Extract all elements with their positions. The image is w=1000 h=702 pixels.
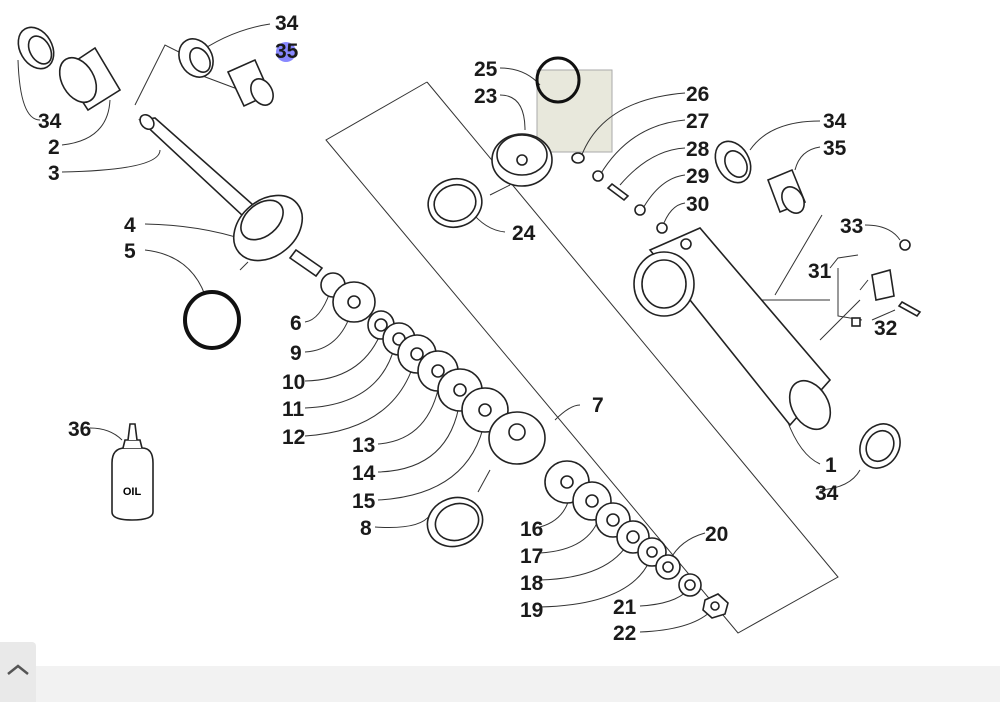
callout-28[interactable]: 28: [686, 138, 710, 161]
callout-29[interactable]: 29: [686, 165, 709, 188]
callout-16[interactable]: 16: [520, 518, 543, 541]
callout-labels: 34 35 34 2 3 4 5 6 9 10 11 12 13 14 15 8…: [38, 12, 897, 645]
callout-3[interactable]: 3: [48, 162, 60, 185]
selection-highlight: [536, 69, 613, 153]
callout-22[interactable]: 22: [613, 622, 636, 645]
callout-25[interactable]: 25: [474, 58, 498, 81]
shock-body: [427, 56, 922, 469]
callout-23[interactable]: 23: [474, 85, 497, 108]
callout-20[interactable]: 20: [705, 523, 728, 546]
callout-27[interactable]: 27: [686, 110, 709, 133]
callout-35[interactable]: 35: [823, 137, 847, 160]
leader-lines: [17, 23, 901, 633]
oil-label: OIL: [123, 486, 142, 498]
oil-bottle: OIL: [111, 423, 154, 521]
chevron-up-icon: [7, 664, 29, 675]
callout-21[interactable]: 21: [613, 596, 637, 619]
bottom-bar: [0, 666, 1000, 702]
callout-31[interactable]: 31: [808, 260, 832, 283]
callout-10[interactable]: 10: [282, 371, 305, 394]
callout-32[interactable]: 32: [874, 317, 897, 340]
callout-7[interactable]: 7: [592, 394, 604, 417]
callout-34[interactable]: 34: [823, 110, 847, 133]
callout-13[interactable]: 13: [352, 434, 375, 457]
callout-6[interactable]: 6: [290, 312, 302, 335]
callout-8[interactable]: 8: [360, 517, 372, 540]
callout-2[interactable]: 2: [48, 136, 60, 159]
callout-35[interactable]: 35: [275, 40, 299, 63]
callout-19[interactable]: 19: [520, 599, 543, 622]
callout-4[interactable]: 4: [124, 214, 136, 237]
callout-34[interactable]: 34: [38, 110, 62, 133]
callout-34[interactable]: 34: [275, 12, 299, 35]
callout-14[interactable]: 14: [352, 462, 376, 485]
callout-highlight: [276, 42, 296, 62]
callout-36[interactable]: 36: [68, 418, 91, 441]
callout-26[interactable]: 26: [686, 83, 709, 106]
callout-34[interactable]: 34: [815, 482, 839, 505]
callout-33[interactable]: 33: [840, 215, 863, 238]
callout-17[interactable]: 17: [520, 545, 543, 568]
callout-24[interactable]: 24: [512, 222, 536, 245]
callout-5[interactable]: 5: [124, 240, 136, 263]
shaft-assembly: [17, 26, 729, 619]
callout-12[interactable]: 12: [282, 426, 305, 449]
assembly-outline: [325, 81, 839, 634]
callout-9[interactable]: 9: [290, 342, 302, 365]
callout-15[interactable]: 15: [352, 490, 376, 513]
callout-18[interactable]: 18: [520, 572, 544, 595]
callout-30[interactable]: 30: [686, 193, 709, 216]
callout-1[interactable]: 1: [825, 454, 837, 477]
callout-11[interactable]: 11: [282, 398, 305, 421]
collapse-button[interactable]: [0, 642, 36, 702]
